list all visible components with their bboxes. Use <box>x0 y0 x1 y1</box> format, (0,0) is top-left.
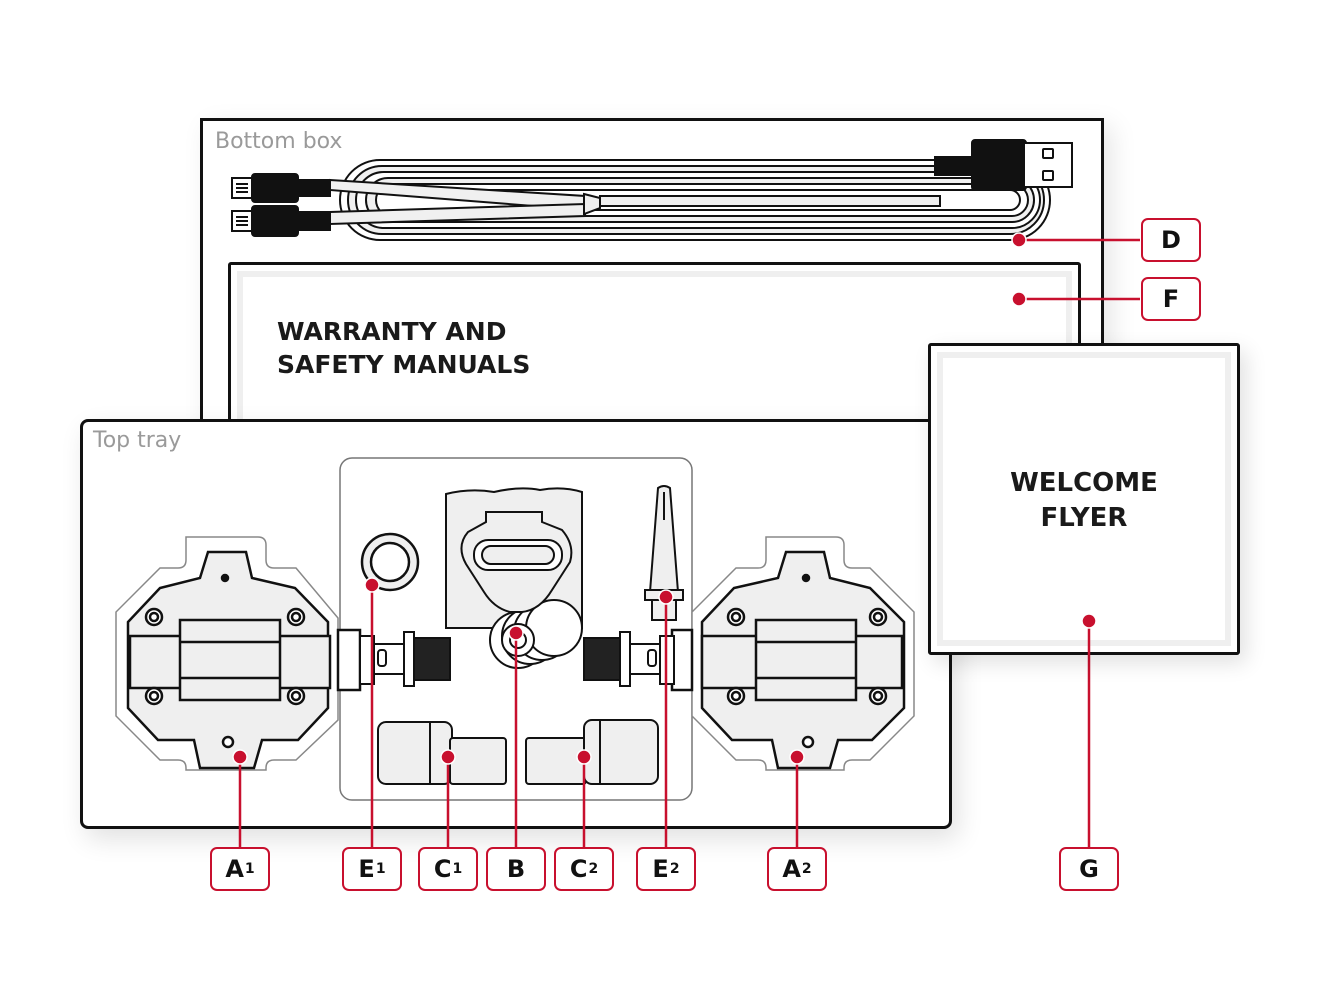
callout-letter: A <box>782 855 801 883</box>
cleats <box>445 487 583 669</box>
micro-usb-connector-bottom <box>231 205 331 237</box>
manuals-title-line1: WARRANTY AND <box>277 317 507 346</box>
left-spindle-cap <box>377 721 507 785</box>
callout-letter: A <box>225 855 244 883</box>
callout-letter: G <box>1079 855 1099 883</box>
callout-letter: D <box>1161 226 1181 254</box>
right-spindle-cap <box>525 719 659 785</box>
manuals-title-line2: SAFETY MANUALS <box>277 350 531 379</box>
callout-g[interactable]: G <box>1059 847 1119 891</box>
callout-subscript: 2 <box>669 861 680 877</box>
callout-letter: E <box>652 855 669 883</box>
left-pedal <box>115 536 362 771</box>
callout-letter: E <box>358 855 375 883</box>
callout-subscript: 1 <box>452 861 463 877</box>
welcome-flyer: WELCOME FLYER <box>928 343 1240 655</box>
left-spindle <box>359 631 451 687</box>
cable-splitter <box>329 178 941 226</box>
callout-f[interactable]: F <box>1141 277 1201 321</box>
welcome-flyer-line2: FLYER <box>1040 503 1128 533</box>
ring-spacer <box>360 532 420 592</box>
callout-subscript: 2 <box>801 861 812 877</box>
right-pedal <box>670 536 915 771</box>
callout-letter: B <box>506 855 526 883</box>
callout-letter: C <box>433 855 452 883</box>
right-spindle <box>583 631 675 687</box>
callout-subscript: 1 <box>244 861 255 877</box>
top-tray-title: Top tray <box>93 428 182 453</box>
welcome-flyer-line1: WELCOME <box>1010 468 1158 498</box>
callout-b[interactable]: B <box>486 847 546 891</box>
manuals-title: WARRANTY AND SAFETY MANUALS <box>277 315 530 381</box>
callout-d[interactable]: D <box>1141 218 1201 262</box>
bottom-box-title: Bottom box <box>215 129 343 154</box>
leader-lines <box>238 238 1140 848</box>
callout-subscript: 2 <box>588 861 599 877</box>
welcome-flyer-title: WELCOME FLYER <box>931 466 1237 536</box>
callout-subscript: 1 <box>375 861 386 877</box>
micro-usb-connector-top <box>231 173 331 203</box>
callout-letter: C <box>569 855 588 883</box>
usb-a-connector <box>934 139 1073 191</box>
callout-letter: F <box>1162 285 1180 313</box>
